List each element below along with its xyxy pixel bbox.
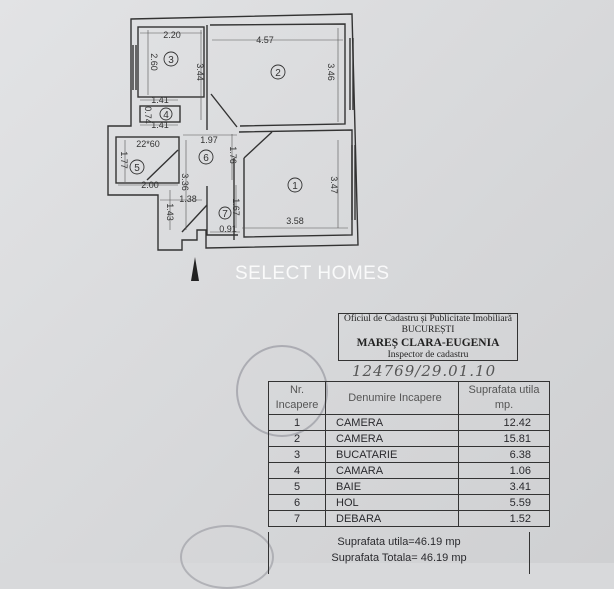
cell-area: 1.06 (458, 462, 550, 479)
room-number-4: 4 (163, 110, 169, 121)
header-name: Denumire Incapere (325, 381, 459, 415)
room-number-6: 6 (203, 153, 209, 164)
cell-area: 5.59 (458, 494, 550, 511)
rooms-table: Nr. Incapere Denumire Incapere Suprafata… (268, 381, 550, 527)
cell-nr: 2 (268, 430, 326, 447)
dim-label: 2.20 (163, 30, 181, 40)
totals: Suprafata utila=46.19 mp Suprafata Total… (268, 532, 530, 574)
cell-name: BUCATARIE (325, 446, 459, 463)
cadastre-stamp: Oficiul de Cadastru și Publicitate Imobi… (338, 313, 518, 361)
cell-nr: 7 (268, 510, 326, 527)
dim-label: 1.97 (200, 135, 218, 145)
dim-label: 3.58 (286, 216, 304, 226)
dim-label: 2.00 (141, 180, 159, 190)
dim-label: 1.38 (179, 194, 197, 204)
room-number-1: 1 (292, 181, 298, 192)
cell-area: 1.52 (458, 510, 550, 527)
dim-label: 4.57 (256, 35, 274, 45)
stamp-office: Oficiul de Cadastru și Publicitate Imobi… (343, 314, 513, 324)
total-area: Suprafata Totala= 46.19 mp (331, 552, 467, 564)
cell-nr: 6 (268, 494, 326, 511)
room-number-2: 2 (275, 68, 281, 79)
table-header: Nr. Incapere Denumire Incapere Suprafata… (268, 381, 550, 415)
room-number-5: 5 (134, 163, 140, 174)
dimension-lines (118, 28, 348, 233)
total-useful-area: Suprafata utila=46.19 mp (337, 536, 461, 548)
cell-name: CAMARA (325, 462, 459, 479)
round-seal (180, 525, 274, 589)
stamp-name: MAREȘ CLARA-EUGENIA (356, 337, 500, 349)
cell-area: 6.38 (458, 446, 550, 463)
cell-name: DEBARA (325, 510, 459, 527)
watermark: SELECT HOMES (235, 263, 390, 284)
walls (107, 13, 359, 251)
cell-name: BAIE (325, 478, 459, 495)
cell-name: HOL (325, 494, 459, 511)
dim-label: 1.41 (151, 120, 169, 130)
room-number-3: 3 (168, 55, 174, 66)
dim-label: 3.44 (195, 63, 205, 81)
cell-name: CAMERA (325, 414, 459, 431)
header-area: Suprafata utila mp. (458, 381, 550, 415)
stamp-role: Inspector de cadastru (387, 350, 469, 360)
room-marker (163, 51, 179, 67)
cell-area: 15.81 (458, 430, 550, 447)
handwritten-reference: 124769/29.01.10 (352, 362, 497, 380)
cell-name: CAMERA (325, 430, 459, 447)
header-nr: Nr. Incapere (268, 381, 326, 415)
dim-label: 1.43 (165, 203, 175, 221)
dim-label: 0.74 (143, 106, 153, 124)
stamp-city: BUCUREȘTI (401, 325, 455, 335)
entrance-arrow-icon (191, 257, 199, 281)
cell-nr: 5 (268, 478, 326, 495)
cell-nr: 4 (268, 462, 326, 479)
cell-nr: 1 (268, 414, 326, 431)
dim-label: 3.46 (326, 63, 336, 81)
room-number-7: 7 (222, 209, 228, 220)
dim-label: 1.76 (228, 146, 238, 164)
dim-label: 2.60 (149, 53, 159, 71)
dim-label: 3.47 (329, 176, 339, 194)
dim-label: 3.36 (180, 173, 190, 191)
dim-label: 22*60 (136, 139, 160, 149)
dim-label: 0.91 (219, 224, 237, 234)
cell-area: 3.41 (458, 478, 550, 495)
cell-nr: 3 (268, 446, 326, 463)
dimension-labels: 2.20 4.57 2.60 3.44 3.46 1.41 0.74 1.41 … (119, 30, 339, 234)
cell-area: 12.42 (458, 414, 550, 431)
room-markers: 3 2 1 4 5 6 7 (129, 51, 303, 220)
floor-plan: 3 2 1 4 5 6 7 2.20 4.57 2.60 3.44 3.46 1… (107, 13, 359, 281)
dim-label: 1.77 (119, 151, 129, 169)
dim-label: 1.67 (231, 198, 241, 216)
dim-label: 1.41 (151, 95, 169, 105)
